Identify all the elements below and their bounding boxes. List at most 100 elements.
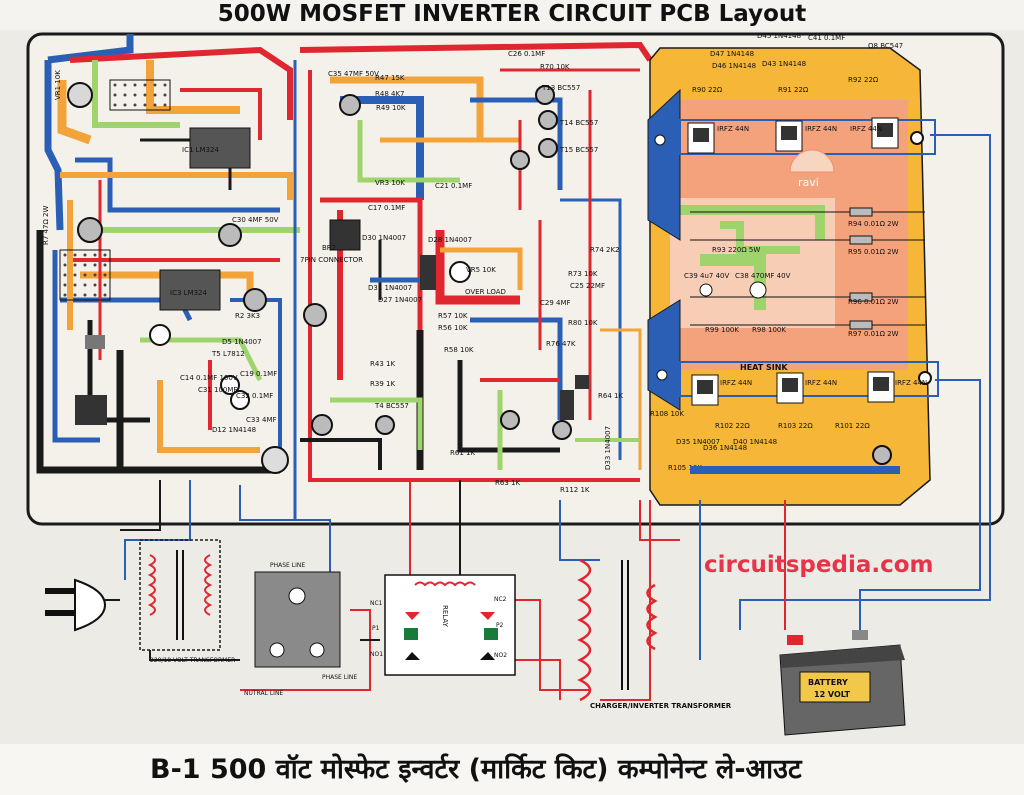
p1-label: P1 xyxy=(372,625,380,632)
transformer-220-18: 220/18 VOLT TRANSFORMER xyxy=(139,539,235,664)
r61-label: R61 1K xyxy=(450,449,475,457)
d12-label: D12 1N4148 xyxy=(212,426,256,434)
r80-label: R80 10K xyxy=(568,319,598,327)
mosfet-q5-label: IRFZ 44N xyxy=(805,379,837,387)
t4-label: T4 BC557 xyxy=(374,402,409,410)
mosfet-q1-label: IRFZ 44N xyxy=(717,125,749,133)
transformer-220-label: 220/18 VOLT TRANSFORMER xyxy=(150,657,235,664)
charger-inverter-transformer: CHARGER/INVERTER TRANSFORMER xyxy=(577,558,732,710)
mosfet-q4 xyxy=(691,374,719,406)
c29-label: C29 4MF xyxy=(540,299,571,307)
mosfet-q1 xyxy=(687,122,715,154)
d27-label: D27 1N4007 xyxy=(378,296,422,304)
center-driver-section: C35 47MF 50V R47 15K R48 4K7 R49 10K C26… xyxy=(293,41,653,520)
c17-label: C17 0.1MF xyxy=(368,204,405,212)
r43-label: R43 1K xyxy=(370,360,395,368)
mosfet-q6-label: IRFZ 44N xyxy=(895,379,927,387)
battery-12v: BATTERY 12 VOLT xyxy=(779,630,906,736)
heat-sink-label: HEAT SINK xyxy=(740,363,788,372)
c31-label: C31 100MF xyxy=(198,386,237,394)
r91-label: R91 22Ω xyxy=(778,86,809,94)
c33-label: C33 4MF xyxy=(246,416,277,424)
r112-label: R112 1K xyxy=(560,486,590,494)
r74-label: R74 2K2 xyxy=(590,246,620,254)
output-socket: PHASE LINE NUTRAL LINE PHASE LINE xyxy=(244,562,357,697)
d40-label: D40 1N4148 xyxy=(733,438,777,446)
t15-label: T15 BC557 xyxy=(559,146,598,154)
phase-line-label: PHASE LINE xyxy=(270,562,305,569)
d35-label: D35 1N4007 xyxy=(676,438,720,446)
q8-label: Q8 BC547 xyxy=(868,42,903,50)
r96-label: R96 0.01Ω 2W xyxy=(848,298,899,306)
r48-label: R48 4K7 xyxy=(375,90,405,98)
vr5-label: VR5 10K xyxy=(466,266,496,274)
relay: NC1 P1 NO1 NC2 P2 NO2 RELAY xyxy=(370,574,516,676)
c14-label: C14 0.1MF 100V xyxy=(180,374,238,382)
r98-label: R98 100K xyxy=(752,326,786,334)
t14-label: T14 BC557 xyxy=(559,119,598,127)
battery-label: BATTERY xyxy=(808,678,848,687)
seven-pin-connector-label: 7PIN CONNECTOR xyxy=(300,256,363,264)
r64-label: R64 1K xyxy=(598,392,623,400)
d33-label: D33 1N4007 xyxy=(604,426,612,470)
mosfet-power-section: IRFZ 44N IRFZ 44N IRFZ 44N IRFZ 44N IRFZ… xyxy=(647,32,939,506)
t5-label: T5 L7812 xyxy=(211,350,245,358)
r56-label: R56 10K xyxy=(438,324,468,332)
d45-label: D45 1N4148 xyxy=(757,32,801,40)
d28-label: D28 1N4007 xyxy=(428,236,472,244)
c25-label: C25 22MF xyxy=(570,282,605,290)
ic3-label: IC3 LM324 xyxy=(170,289,207,297)
ic3-chip xyxy=(159,269,221,311)
ravi-logo-text: ravi xyxy=(798,176,819,189)
page-title: 500W MOSFET INVERTER CIRCUIT PCB Layout xyxy=(0,0,1024,30)
d43-label: D43 1N4148 xyxy=(762,60,806,68)
left-control-section: IC1 LM324 IC3 LM324 C30 4MF 50V R2 3K3 D… xyxy=(36,34,300,474)
mains-plug xyxy=(45,578,120,632)
ravi-logo: ravi xyxy=(789,149,835,189)
d46-label: D46 1N4148 xyxy=(712,62,756,70)
d36-label: D36 1N4148 xyxy=(703,444,747,452)
c41-label: C41 0.1MF xyxy=(808,34,845,42)
nc2-label: NC2 xyxy=(494,596,507,603)
r105-label: R105 10K xyxy=(668,464,702,472)
r70-label: R70 10K xyxy=(540,63,570,71)
mosfet-q2 xyxy=(775,120,803,152)
vr3-label: VR3 10K xyxy=(375,179,405,187)
r99-label: R99 100K xyxy=(705,326,739,334)
d30-label: D30 1N4007 xyxy=(362,234,406,242)
c21-label: C21 0.1MF xyxy=(435,182,472,190)
r90-label: R90 22Ω xyxy=(692,86,723,94)
phase-line-2-label: PHASE LINE xyxy=(322,674,357,681)
c35-label: C35 47MF 50V xyxy=(328,70,379,78)
r101-label: R101 22Ω xyxy=(835,422,870,430)
mosfet-q2-label: IRFZ 44N xyxy=(805,125,837,133)
r63-label: R63 1K xyxy=(495,479,520,487)
ic1-label: IC1 LM324 xyxy=(182,146,219,154)
c26-label: C26 0.1MF xyxy=(508,50,545,58)
t13-label: T13 BC557 xyxy=(541,84,580,92)
r57-label: R57 10K xyxy=(438,312,468,320)
watermark-url: circuitspedia.com xyxy=(704,552,934,578)
r49-label: R49 10K xyxy=(376,104,406,112)
mosfet-q3 xyxy=(871,117,899,149)
no1-label: NO1 xyxy=(370,651,383,658)
relay-label: RELAY xyxy=(441,605,449,628)
p2-label: P2 xyxy=(496,622,504,629)
r97-label: R97 0.01Ω 2W xyxy=(848,330,899,338)
c32-label: C32 0.1MF xyxy=(236,392,273,400)
c19-label: C19 0.1MF xyxy=(240,370,277,378)
r93-label: R93 220Ω 5W xyxy=(712,246,760,254)
r58-label: R58 10K xyxy=(444,346,474,354)
r103-label: R103 22Ω xyxy=(778,422,813,430)
hindi-caption: B-1 500 वॉट मोस्फेट इन्वर्टर (मार्किट कि… xyxy=(0,744,1024,795)
r102-label: R102 22Ω xyxy=(715,422,750,430)
mosfet-q6 xyxy=(867,371,895,403)
r108-label: R108 10K xyxy=(650,410,684,418)
r7-label: R7 47Ω 2W xyxy=(42,206,50,245)
d47-label: D47 1N4148 xyxy=(710,50,754,58)
d31-label: D31 1N4007 xyxy=(368,284,412,292)
charger-transformer-label: CHARGER/INVERTER TRANSFORMER xyxy=(590,702,732,710)
c30-label: C30 4MF 50V xyxy=(232,216,279,224)
r94-label: R94 0.01Ω 2W xyxy=(848,220,899,228)
